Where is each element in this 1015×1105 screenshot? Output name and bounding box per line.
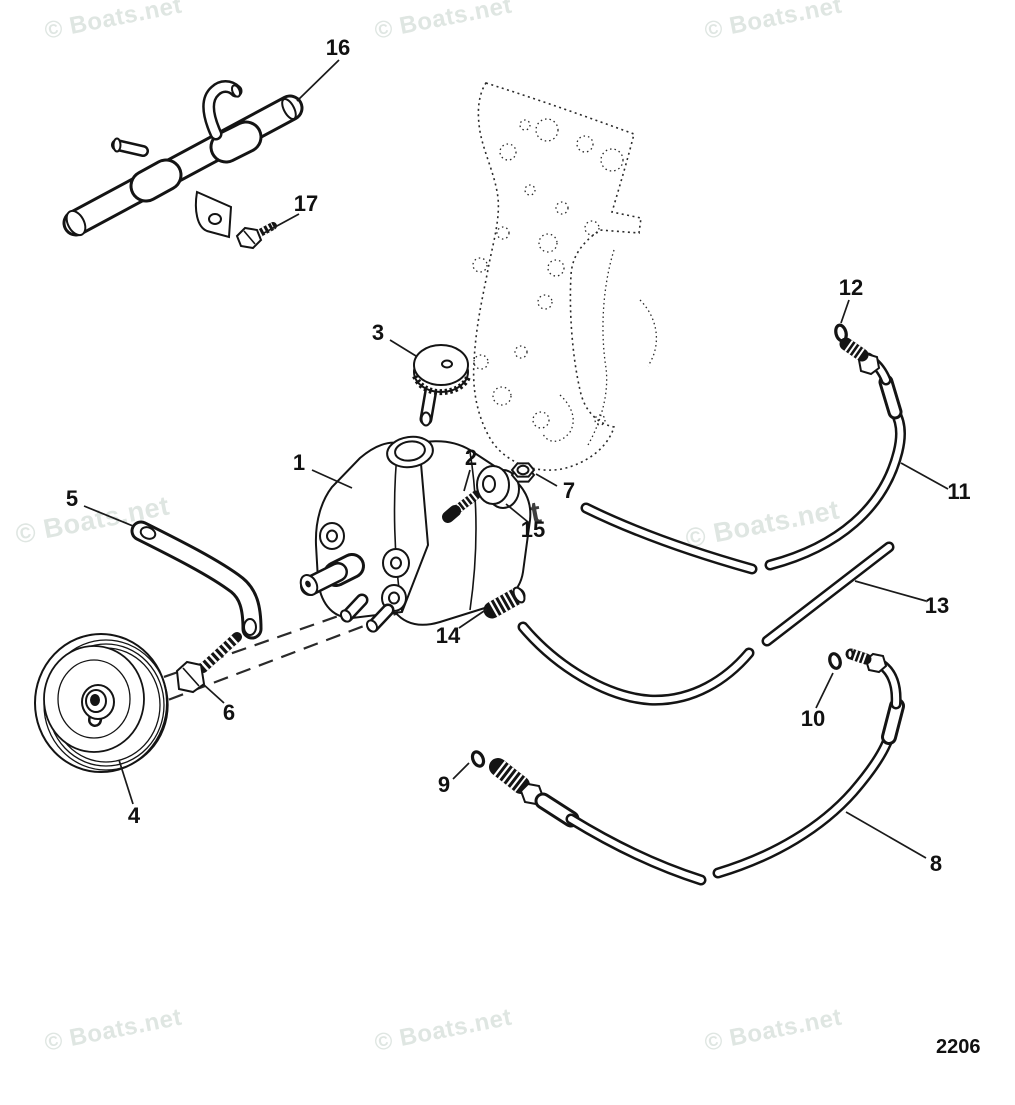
callout-1: 1 [292,450,306,475]
callout-14: 14 [435,623,461,648]
callout-17: 17 [293,191,319,216]
callout-12: 12 [838,275,864,300]
part-7-nut-drawing [510,462,536,483]
callout-15: 15 [520,517,546,542]
part-17-bolt-drawing [235,222,277,250]
callout-11: 11 [947,479,971,504]
part-12-oring-drawing [834,323,848,343]
callout-6: 6 [222,700,236,725]
part-3-cap-drawing [412,344,471,427]
part-6-bolt-drawing [175,632,242,694]
part-5-bracket-drawing [130,520,263,640]
part-10-oring-drawing [828,652,842,670]
part-11-hose-drawing [580,337,906,575]
callout-9: 9 [437,772,451,797]
callout-leader-lines [83,59,949,859]
part-8-hose-drawing [489,648,905,886]
part-4-pulley-drawing [34,633,169,773]
page-number: 2206 [936,1036,981,1058]
part-14-fitting-drawing [483,586,526,619]
part-15-spacer-drawing [476,465,520,509]
callout-7: 7 [562,478,576,503]
callout-4: 4 [127,803,141,828]
manifold-reference-outline [472,82,658,471]
callout-16: 16 [325,35,351,60]
part-1-pump-drawing [299,435,532,633]
callout-8: 8 [929,851,943,876]
part-16-tube-drawing [62,80,304,239]
callout-2: 2 [464,445,478,470]
callout-5: 5 [65,486,79,511]
callout-13: 13 [924,593,950,618]
part-9-oring-drawing [470,750,486,768]
callout-3: 3 [371,320,385,345]
callout-10: 10 [800,706,826,731]
part-13-hose-drawing [517,541,895,706]
part-2-bolt-drawing [442,490,481,523]
